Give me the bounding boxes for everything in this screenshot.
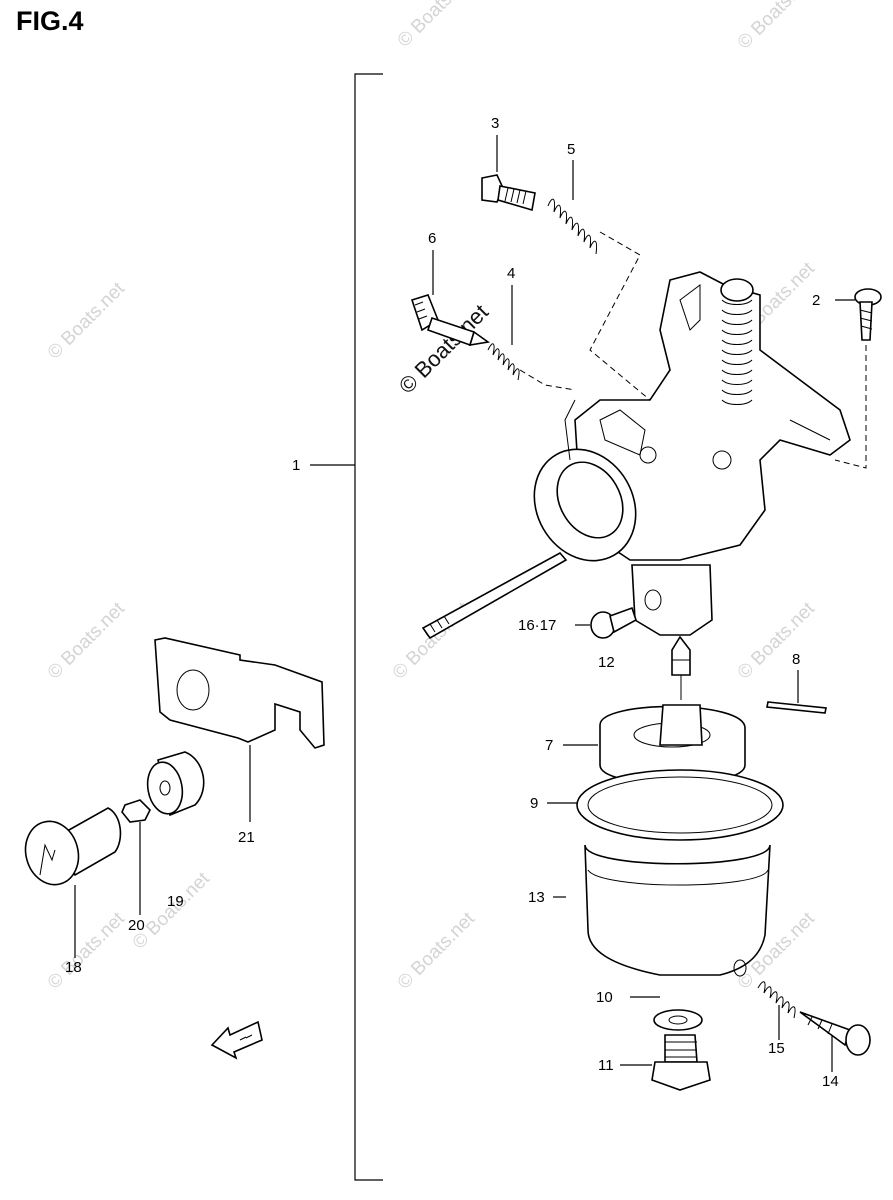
watermark: © Boats.net xyxy=(394,0,480,52)
assembly-bracket xyxy=(310,73,383,1181)
callout-label: 6 xyxy=(428,230,436,247)
callout-label: 21 xyxy=(238,829,255,846)
part-drain-plug-11 xyxy=(620,1034,711,1091)
watermark: © Boats.net xyxy=(129,868,215,954)
watermark: © Boats.net xyxy=(394,908,480,994)
part-adjust-screw-6 xyxy=(410,250,491,347)
watermark: © Boats.net xyxy=(44,598,130,684)
part-pin-8 xyxy=(766,670,827,714)
part-nut-20 xyxy=(121,799,151,915)
watermark: © Boats.net xyxy=(394,299,493,398)
callout-label: 9 xyxy=(530,795,538,812)
part-spring-4 xyxy=(487,285,576,391)
callout-label: 14 xyxy=(822,1073,839,1090)
part-screw-14 xyxy=(799,1011,871,1072)
part-grommet-19 xyxy=(146,751,205,817)
figure-title: FIG.4 xyxy=(16,6,84,36)
part-screw-16-17 xyxy=(575,606,637,639)
part-float-7 xyxy=(563,704,746,785)
part-bracket-21 xyxy=(154,637,325,822)
callout-label: 12 xyxy=(598,654,615,671)
callout-label: 15 xyxy=(768,1040,785,1057)
callout-label: 20 xyxy=(128,917,145,934)
callout-label: 7 xyxy=(545,737,553,754)
callout-label: 19 xyxy=(167,893,184,910)
part-spring-15 xyxy=(757,981,796,1040)
callout-label: 2 xyxy=(812,292,820,309)
part-spring-5 xyxy=(547,160,651,401)
part-needle-valve-12 xyxy=(671,635,691,700)
part-washer-10 xyxy=(630,996,703,1031)
callout-label: 11 xyxy=(598,1057,614,1074)
callout-label: 4 xyxy=(507,265,515,282)
part-knob-18 xyxy=(24,807,122,958)
watermark: © Boats.net xyxy=(734,598,820,684)
callout-label: 18 xyxy=(65,959,82,976)
callout-label: 10 xyxy=(596,989,613,1006)
part-gasket-9 xyxy=(547,769,784,841)
forward-arrow-icon xyxy=(210,1020,263,1060)
part-screw-3 xyxy=(481,135,536,212)
part-screw-2 xyxy=(834,288,882,469)
callout-label: 8 xyxy=(792,651,800,668)
part-float-bowl-13 xyxy=(553,844,771,977)
callout-label: 3 xyxy=(491,115,499,132)
callout-labels: 1 2 3 4 5 6 7 8 9 10 11 12 13 14 15 16·1… xyxy=(65,115,839,1090)
callout-label: 13 xyxy=(528,889,545,906)
watermark: © Boats.net xyxy=(734,0,820,54)
watermark: © Boats.net xyxy=(44,908,130,994)
part-carburetor-body xyxy=(421,271,851,640)
callout-label: 16·17 xyxy=(518,617,556,634)
callout-label: 1 xyxy=(292,457,300,474)
watermark: © Boats.net xyxy=(44,278,130,364)
callout-label: 5 xyxy=(567,141,575,158)
